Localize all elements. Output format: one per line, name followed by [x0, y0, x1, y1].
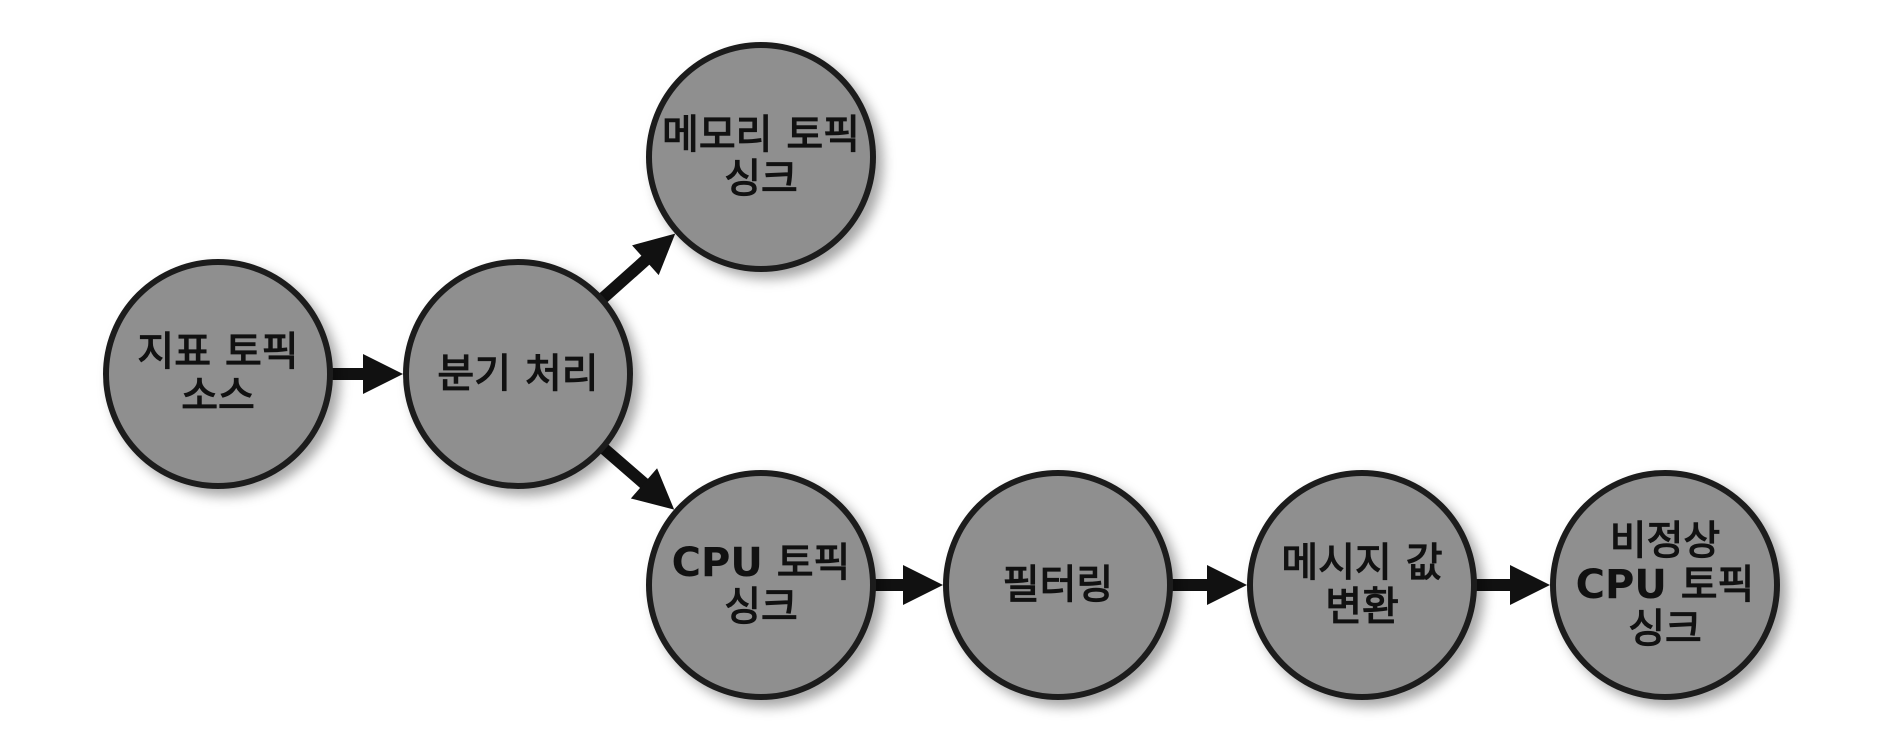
- node-label-line: 싱크: [724, 584, 798, 630]
- node-label-line: 변환: [1325, 584, 1399, 630]
- arrowhead: [363, 354, 403, 394]
- arrowhead: [903, 565, 943, 605]
- edge-arrow-filtering-to-message-value-transform: [1172, 565, 1247, 605]
- node-label-line: 싱크: [1628, 606, 1702, 652]
- edge-arrow-metrics-topic-source-to-branch-processing: [332, 354, 403, 394]
- edge-arrow-branch-processing-to-memory-topic-sink: [599, 233, 676, 303]
- arrowhead: [1207, 565, 1247, 605]
- node-branch-processing: 분기 처리: [403, 259, 633, 489]
- node-circle: [943, 470, 1173, 700]
- node-circle: [646, 470, 876, 700]
- arrowhead: [1510, 565, 1550, 605]
- node-label-line: CPU 토픽: [1576, 562, 1755, 608]
- edges-layer: [332, 233, 1550, 605]
- arrowhead: [632, 233, 676, 276]
- node-label-line: 메시지 값: [1281, 540, 1442, 586]
- node-label-line: 지표 토픽: [137, 329, 298, 375]
- node-circle: [403, 259, 633, 489]
- edge-arrow-branch-processing-to-cpu-topic-sink: [600, 444, 675, 510]
- edge-arrow-message-value-transform-to-abnormal-cpu-topic-sink: [1476, 565, 1550, 605]
- node-label-line: 소스: [181, 373, 255, 419]
- node-label-line: 메모리 토픽: [662, 112, 860, 158]
- edge-line: [600, 444, 650, 490]
- node-circle: [103, 259, 333, 489]
- arrowhead: [630, 468, 675, 510]
- edge-arrow-cpu-topic-sink-to-filtering: [875, 565, 943, 605]
- edge-line: [599, 254, 651, 303]
- node-circle: [1247, 470, 1477, 700]
- node-circle: [646, 42, 876, 272]
- node-label-line: 필터링: [1003, 562, 1113, 608]
- node-label-line: 분기 처리: [437, 351, 598, 397]
- node-label-line: 비정상: [1610, 518, 1721, 564]
- node-filtering: 필터링: [943, 470, 1173, 700]
- node-message-value-transform: 메시지 값변환: [1247, 470, 1477, 700]
- node-label-line: CPU 토픽: [672, 540, 851, 586]
- node-circle: [1550, 470, 1780, 700]
- node-label-line: 싱크: [724, 156, 798, 202]
